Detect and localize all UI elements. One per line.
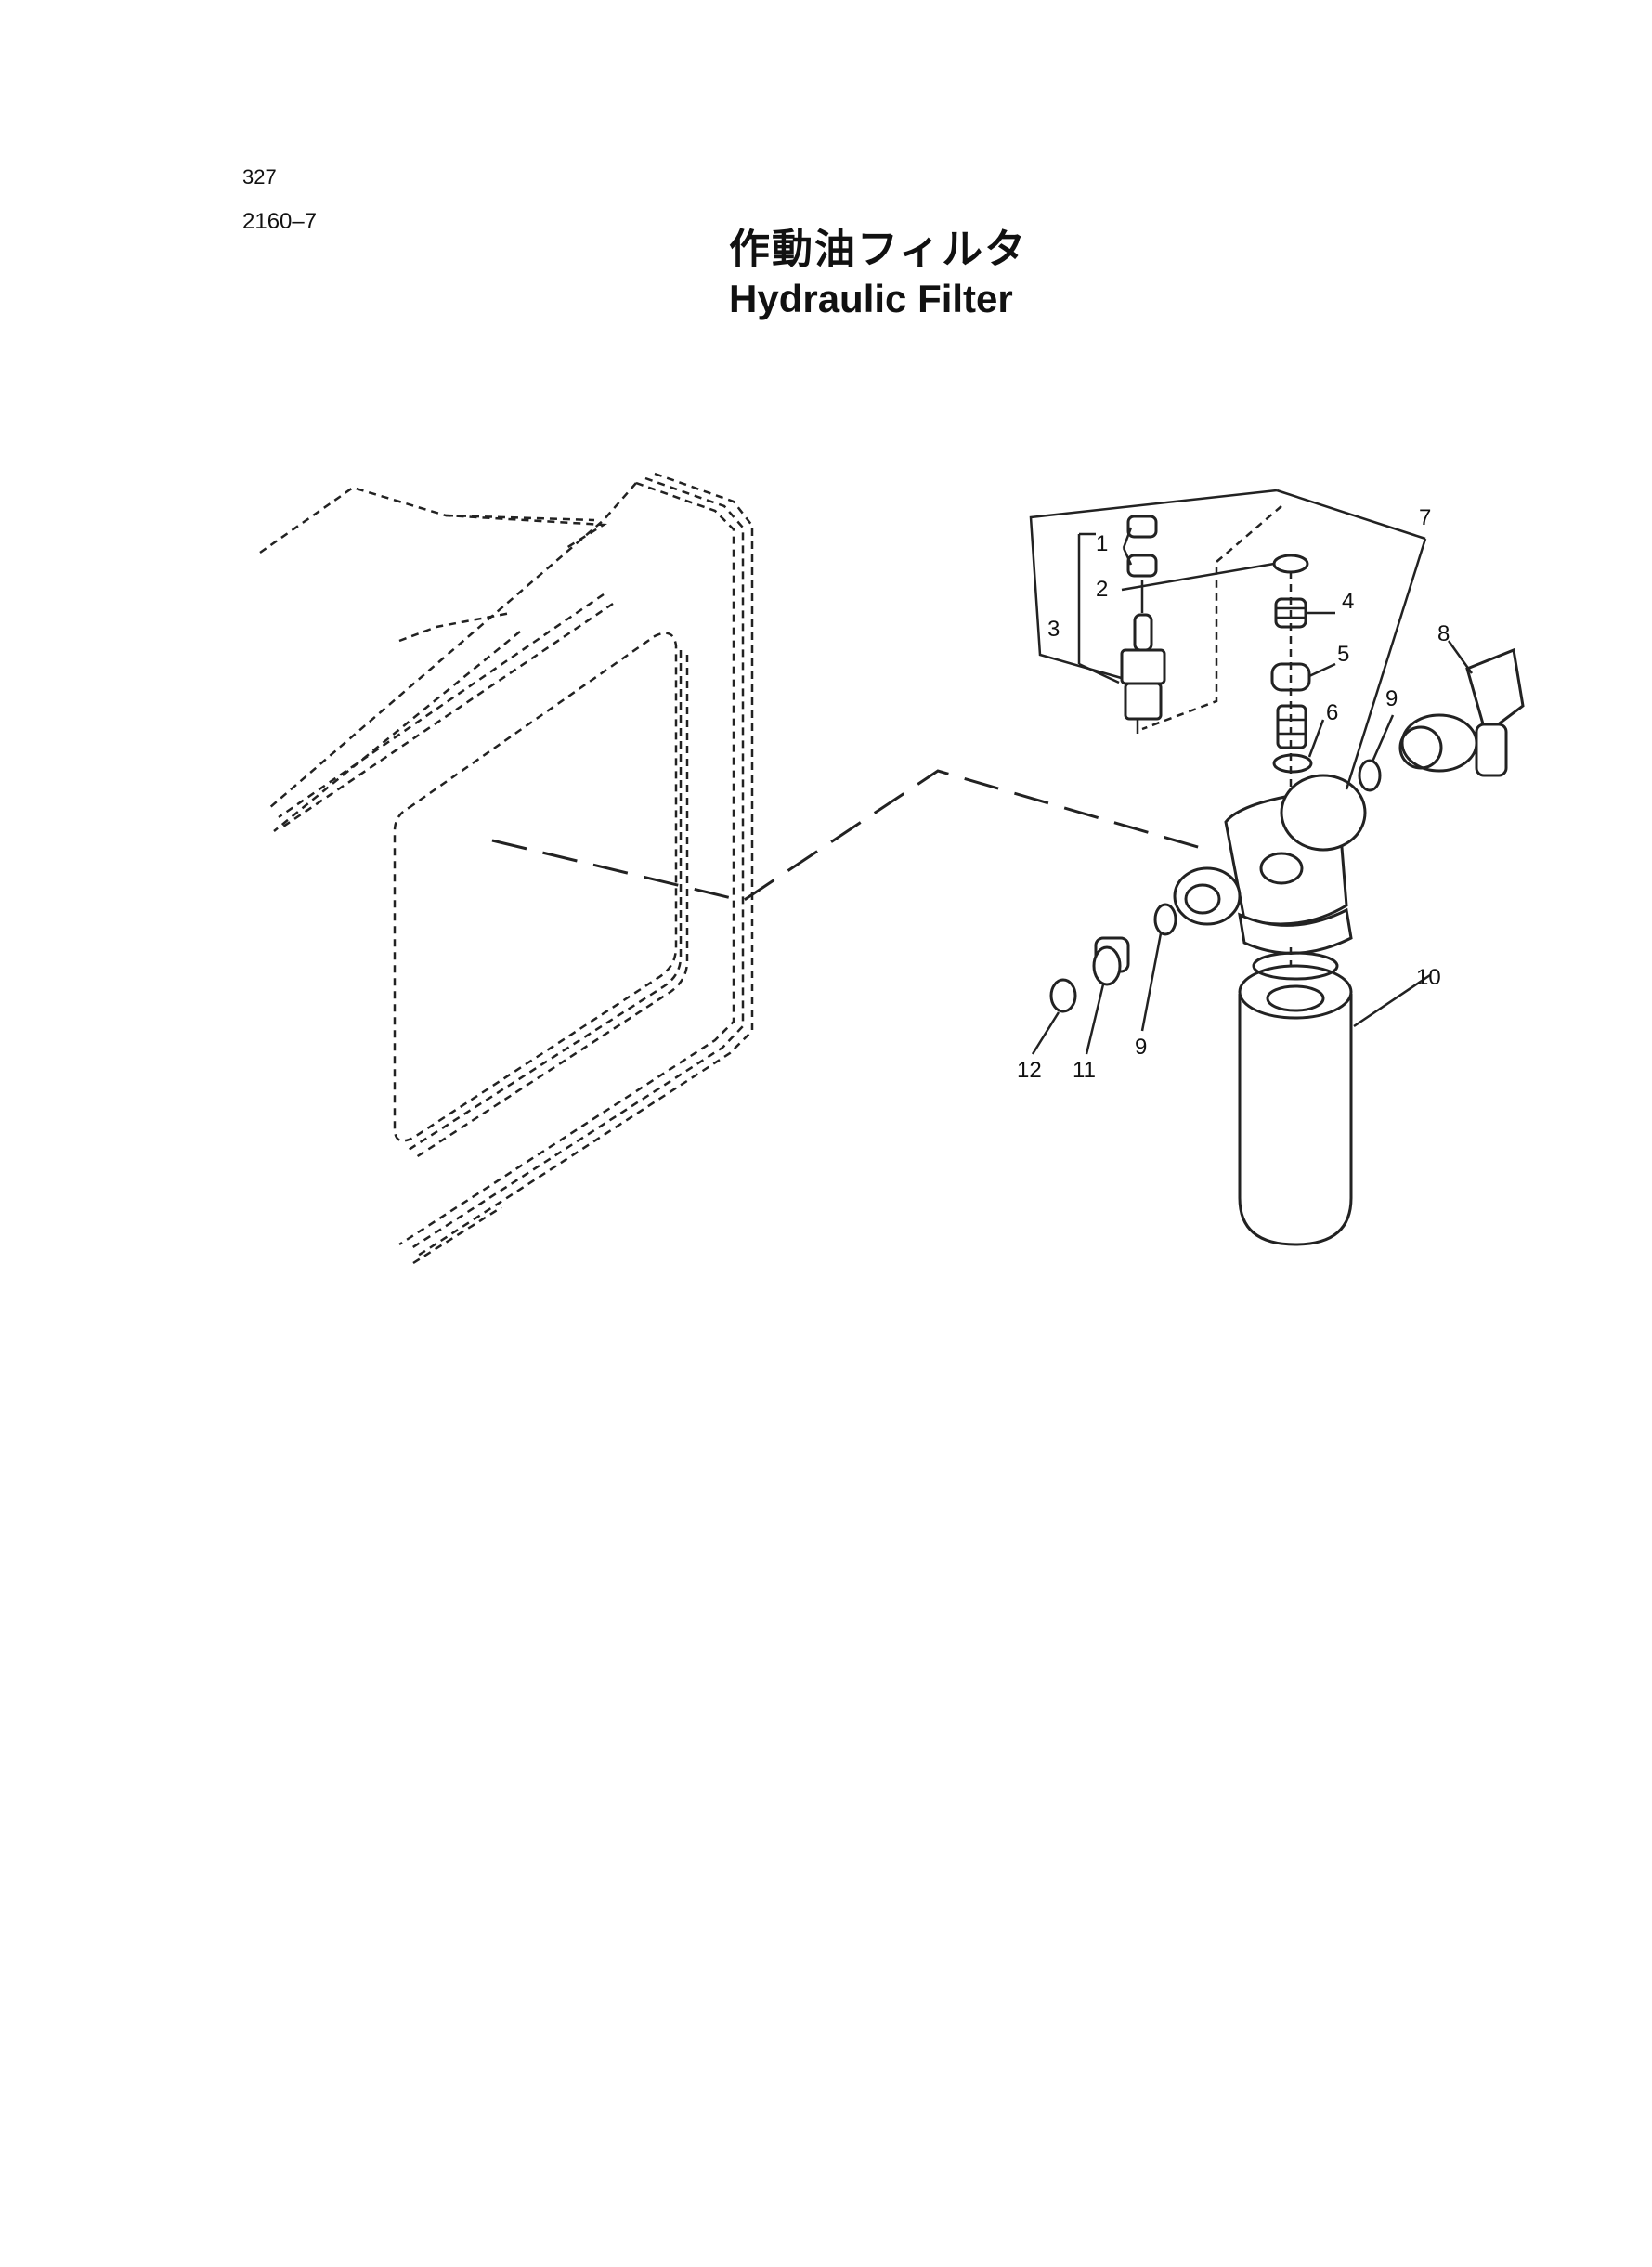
item-filter-cartridge: [1238, 951, 1353, 1246]
callout-9-right: 9: [1385, 686, 1398, 711]
callout-7: 7: [1419, 505, 1431, 530]
callout-2: 2: [1096, 577, 1108, 602]
callout-6: 6: [1326, 700, 1338, 725]
leader-lines: [1031, 527, 1474, 1055]
item-nuts: [1126, 515, 1158, 613]
callout-11: 11: [1073, 1058, 1096, 1083]
callout-3: 3: [1047, 617, 1060, 642]
title-japanese: 作動油フィルタ: [729, 226, 1028, 273]
callout-1: 1: [1096, 531, 1108, 556]
callout-12: 12: [1017, 1058, 1042, 1083]
callout-5: 5: [1337, 642, 1349, 667]
page-number: 327: [242, 165, 277, 189]
callout-4: 4: [1342, 589, 1354, 614]
callout-numbers: 1 2 3 4 5 6 7 8 9 9 10 11 12: [1017, 505, 1450, 1083]
item-left-fittings: [1049, 903, 1177, 1013]
filter-head: [1173, 774, 1367, 975]
title-english: Hydraulic Filter: [729, 277, 1013, 320]
callout-10: 10: [1416, 965, 1441, 990]
item-elbow-fitting: [1358, 647, 1525, 792]
figure-code: 2160–7: [242, 209, 318, 234]
center-line: [491, 769, 1208, 903]
item-valve-stem: [1077, 532, 1166, 721]
kit-bracket: [1029, 489, 1426, 734]
tank-phantom-outline: [259, 472, 754, 1265]
callout-9-left: 9: [1135, 1035, 1147, 1060]
item-center-stack: [1270, 554, 1313, 817]
callout-8: 8: [1437, 621, 1450, 646]
